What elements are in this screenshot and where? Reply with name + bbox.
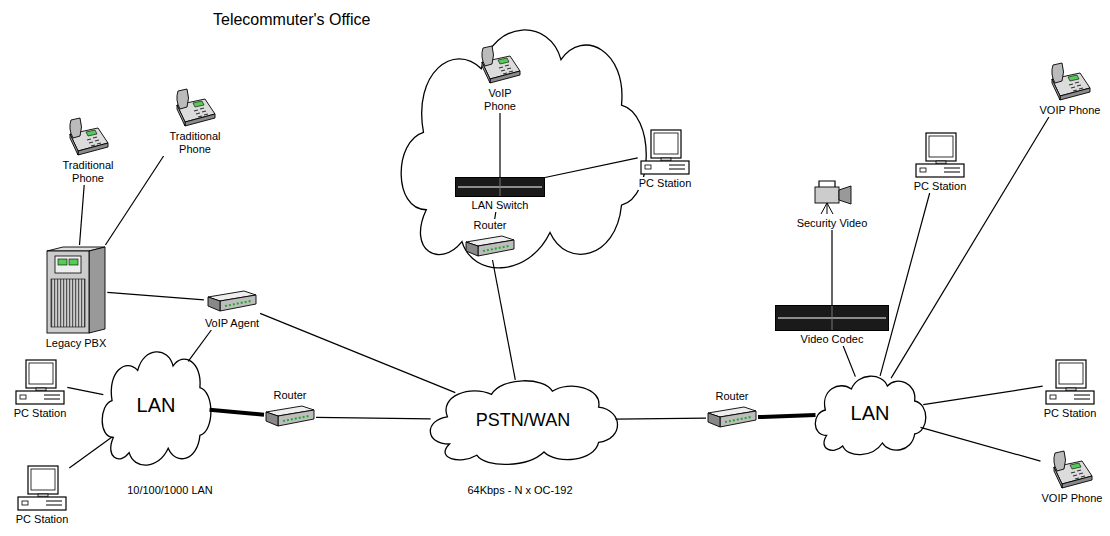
device-label: PC Station xyxy=(638,177,693,190)
router-icon xyxy=(206,289,258,315)
pc-station-icon xyxy=(639,129,691,175)
cloud-outline xyxy=(385,5,660,278)
voip-phone-node: VoIP Phone xyxy=(477,45,523,113)
network-link xyxy=(499,113,500,177)
network-link xyxy=(843,346,855,377)
voip-phone-icon xyxy=(172,88,218,128)
network-cloud: LAN xyxy=(808,368,932,458)
network-link xyxy=(316,417,431,419)
network-link xyxy=(880,193,930,376)
voip-phone-icon xyxy=(65,117,111,157)
video-codec-node: Video Codec xyxy=(775,305,889,346)
voip-phone-node: Traditional Phone xyxy=(55,117,121,185)
device-label: Traditional Phone xyxy=(55,159,121,185)
cloud-label: PSTN/WAN xyxy=(476,409,570,431)
network-link xyxy=(891,117,1049,378)
router-node: Router xyxy=(264,389,316,430)
network-link xyxy=(615,418,706,420)
network-link xyxy=(921,427,1041,461)
device-label: LAN Switch xyxy=(471,199,530,212)
device-label: Router xyxy=(714,390,749,403)
network-link xyxy=(188,330,211,361)
pc-station-icon xyxy=(16,465,68,511)
network-link xyxy=(831,230,832,305)
pc-station-node: PC Station xyxy=(15,465,70,526)
voip-phone-icon xyxy=(1049,450,1095,490)
pc-station-icon xyxy=(14,359,66,405)
network-link xyxy=(923,386,1042,405)
voip-phone-node: Traditional Phone xyxy=(162,88,228,156)
network-link xyxy=(495,212,496,219)
router-node: Router xyxy=(706,390,758,431)
network-link xyxy=(758,415,816,417)
device-label: Video Codec xyxy=(800,333,865,346)
network-link xyxy=(80,185,85,245)
voip-phone-icon xyxy=(1047,62,1093,102)
network-link xyxy=(545,158,638,178)
device-label: VOIP Phone xyxy=(1041,492,1104,505)
network-link xyxy=(69,437,112,468)
device-label: VOIP Phone xyxy=(1039,104,1102,117)
cloud-label: LAN xyxy=(851,402,890,424)
pc-station-node: PC Station xyxy=(13,359,68,420)
pc-station-icon xyxy=(1044,359,1096,405)
device-label: Security Video xyxy=(796,217,869,230)
voip-phone-node: VOIP Phone xyxy=(1041,450,1104,505)
router-icon xyxy=(706,405,758,431)
pc-station-icon xyxy=(914,132,966,178)
video-camera-icon xyxy=(809,175,855,215)
router-icon xyxy=(264,404,316,430)
device-label: Router xyxy=(472,219,507,232)
pc-station-node: PC Station xyxy=(1043,359,1098,420)
video-codec-icon xyxy=(775,305,889,331)
router-icon xyxy=(464,234,516,260)
voip-phone-node: VOIP Phone xyxy=(1039,62,1102,117)
device-label: VoIP Agent xyxy=(204,317,260,330)
lan-switch-node: LAN Switch xyxy=(455,177,545,212)
network-link xyxy=(107,292,204,299)
device-label: PC Station xyxy=(13,407,68,420)
network-cloud: LAN xyxy=(95,340,217,470)
network-link xyxy=(210,410,265,415)
network-note: 64Kbps - N x OC-192 xyxy=(467,484,572,497)
device-label: PC Station xyxy=(913,180,968,193)
cloud-label: LAN xyxy=(137,394,176,416)
voip-phone-icon xyxy=(477,45,523,85)
pbx-cabinet-icon xyxy=(45,245,107,335)
device-label: PC Station xyxy=(1043,407,1098,420)
router-node: VoIP Agent xyxy=(204,289,260,330)
video-camera-node: Security Video xyxy=(796,175,869,230)
device-label: Traditional Phone xyxy=(162,130,228,156)
office-title: Telecommuter's Office xyxy=(213,11,370,29)
device-label: Legacy PBX xyxy=(45,337,108,350)
network-link xyxy=(67,387,103,394)
network-cloud: PSTN/WAN xyxy=(418,372,628,468)
lan-switch-icon xyxy=(455,177,545,197)
network-link xyxy=(260,313,455,392)
network-note: 10/100/1000 LAN xyxy=(127,484,213,497)
pc-station-node: PC Station xyxy=(913,132,968,193)
device-label: Router xyxy=(272,389,307,402)
office-cloud: Telecommuter's OfficeVoIP PhoneLAN Switc… xyxy=(205,5,660,278)
device-label: PC Station xyxy=(15,513,70,526)
device-label: VoIP Phone xyxy=(477,87,523,113)
router-node: Router xyxy=(464,219,516,260)
network-link xyxy=(493,260,516,380)
pbx-cabinet-node: Legacy PBX xyxy=(45,245,108,350)
pc-station-node: PC Station xyxy=(638,129,693,190)
